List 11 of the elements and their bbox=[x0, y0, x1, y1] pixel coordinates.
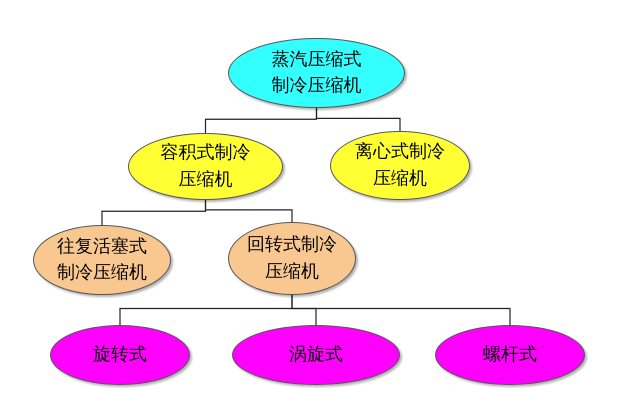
connector-line bbox=[291, 295, 511, 325]
ellipse-node: 螺杆式 bbox=[435, 325, 585, 385]
ellipse-node: 旋转式 bbox=[50, 325, 190, 385]
ellipse-node: 回转式制冷压缩机 bbox=[228, 222, 356, 295]
ellipse-node: 往复活塞式制冷压缩机 bbox=[33, 225, 171, 295]
ellipse-node: 涡旋式 bbox=[232, 325, 400, 385]
ellipse-node: 容积式制冷压缩机 bbox=[128, 133, 283, 200]
connector-line bbox=[316, 108, 401, 131]
ellipse-node: 蒸汽压缩式制冷压缩机 bbox=[228, 38, 405, 108]
ellipse-node: 离心式制冷压缩机 bbox=[330, 131, 470, 200]
connector-line bbox=[204, 200, 293, 222]
